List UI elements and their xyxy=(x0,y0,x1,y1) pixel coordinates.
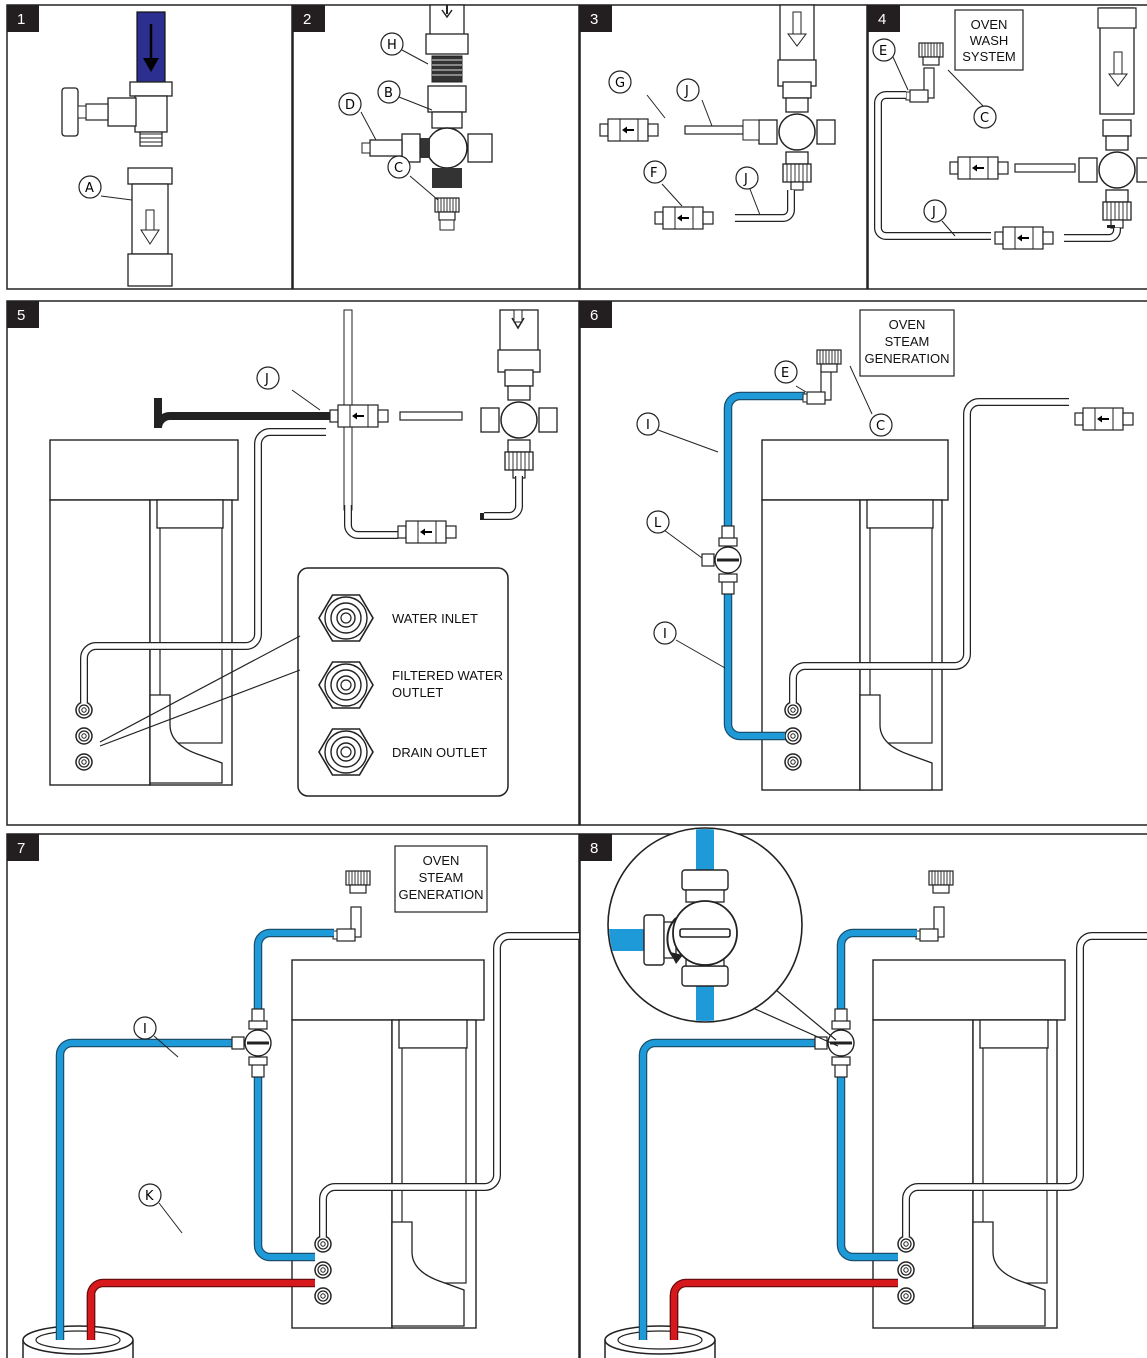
panel-2-drawing xyxy=(360,4,493,231)
svg-text:E: E xyxy=(879,44,887,59)
svg-text:STEAM: STEAM xyxy=(885,334,930,349)
callout-H: H xyxy=(380,32,404,56)
svg-text:C: C xyxy=(980,111,989,126)
panel-5-number: 5 xyxy=(7,301,39,328)
callout-G: G xyxy=(608,70,632,94)
svg-text:SYSTEM: SYSTEM xyxy=(962,49,1015,64)
panel-6-drawing: OVEN STEAM GENERATION xyxy=(657,309,1134,791)
panel-4-number: 4 xyxy=(868,5,900,32)
legend-filtered-outlet-line1: FILTERED WATER xyxy=(392,668,503,683)
callout-K: K xyxy=(138,1183,162,1207)
svg-text:L: L xyxy=(654,516,662,531)
svg-text:6: 6 xyxy=(590,307,598,324)
panel-4-drawing: OVEN WASH SYSTEM xyxy=(874,7,1147,250)
svg-text:3: 3 xyxy=(590,11,598,28)
svg-text:G: G xyxy=(615,76,625,91)
svg-text:I: I xyxy=(143,1022,147,1037)
svg-text:K: K xyxy=(145,1189,154,1204)
panel-number-tabs: 1 2 3 4 5 6 7 8 xyxy=(7,5,900,861)
svg-text:F: F xyxy=(650,166,657,181)
panel-1-number: 1 xyxy=(7,5,39,32)
panel-8-drawing xyxy=(604,827,1147,1358)
svg-text:E: E xyxy=(781,366,789,381)
svg-text:J: J xyxy=(743,172,748,187)
panel-7-drawing: OVEN STEAM GENERATION xyxy=(22,845,579,1358)
svg-text:7: 7 xyxy=(17,840,25,857)
svg-text:J: J xyxy=(931,205,936,220)
svg-text:1: 1 xyxy=(17,11,25,28)
legend-filtered-outlet-line2: OUTLET xyxy=(392,685,443,700)
callout-E-panel6: E xyxy=(774,360,798,384)
svg-text:WASH: WASH xyxy=(970,33,1009,48)
callout-C-panel4: C xyxy=(973,105,997,129)
callout-C-panel6: C xyxy=(869,413,893,437)
svg-text:B: B xyxy=(384,86,393,101)
svg-text:OVEN: OVEN xyxy=(971,17,1008,32)
panel-8-number: 8 xyxy=(580,834,612,861)
oven-wash-box xyxy=(954,9,1024,71)
svg-text:OVEN: OVEN xyxy=(423,853,460,868)
panel-3-drawing xyxy=(599,4,836,230)
svg-text:8: 8 xyxy=(590,840,598,857)
svg-text:I: I xyxy=(663,627,667,642)
svg-text:A: A xyxy=(85,181,94,196)
callout-C-panel2: C xyxy=(387,155,411,179)
svg-text:D: D xyxy=(345,98,355,113)
oven-steam-box-panel6 xyxy=(859,309,955,377)
panel-1-drawing xyxy=(61,11,173,287)
callout-I-panel7: I xyxy=(133,1016,157,1040)
svg-text:J: J xyxy=(684,84,689,99)
callout-I-panel6-top: I xyxy=(636,412,660,436)
callout-E-panel4: E xyxy=(872,38,896,62)
legend-drain-outlet: DRAIN OUTLET xyxy=(392,745,487,760)
svg-text:GENERATION: GENERATION xyxy=(865,351,950,366)
callout-F: F xyxy=(643,160,667,184)
callout-B: B xyxy=(377,80,401,104)
callout-J-panel3-top: J xyxy=(676,78,700,102)
panel-7-number: 7 xyxy=(7,834,39,861)
svg-text:STEAM: STEAM xyxy=(419,870,464,885)
svg-text:2: 2 xyxy=(303,11,311,28)
callout-I-panel6-bottom: I xyxy=(653,621,677,645)
callout-L: L xyxy=(646,510,670,534)
legend-water-inlet: WATER INLET xyxy=(392,611,478,626)
oven-steam-box-panel7 xyxy=(394,845,488,913)
callout-A: A xyxy=(78,175,102,199)
callout-J-panel3-bottom: J xyxy=(735,166,759,190)
callout-J-panel4: J xyxy=(923,199,947,223)
svg-text:GENERATION: GENERATION xyxy=(399,887,484,902)
svg-text:OVEN: OVEN xyxy=(889,317,926,332)
panel-5-drawing: WATER INLET FILTERED WATER OUTLET DRAIN … xyxy=(49,309,558,797)
svg-text:4: 4 xyxy=(878,11,886,28)
svg-text:I: I xyxy=(646,418,650,433)
svg-text:J: J xyxy=(264,372,269,387)
panel-6-number: 6 xyxy=(580,301,612,328)
panel-2-number: 2 xyxy=(293,5,325,32)
svg-text:C: C xyxy=(876,419,885,434)
panel-3-number: 3 xyxy=(580,5,612,32)
svg-text:H: H xyxy=(387,38,397,53)
callout-D: D xyxy=(338,92,362,116)
callout-J-panel5: J xyxy=(256,366,280,390)
svg-text:C: C xyxy=(394,161,403,176)
svg-text:5: 5 xyxy=(17,307,25,324)
